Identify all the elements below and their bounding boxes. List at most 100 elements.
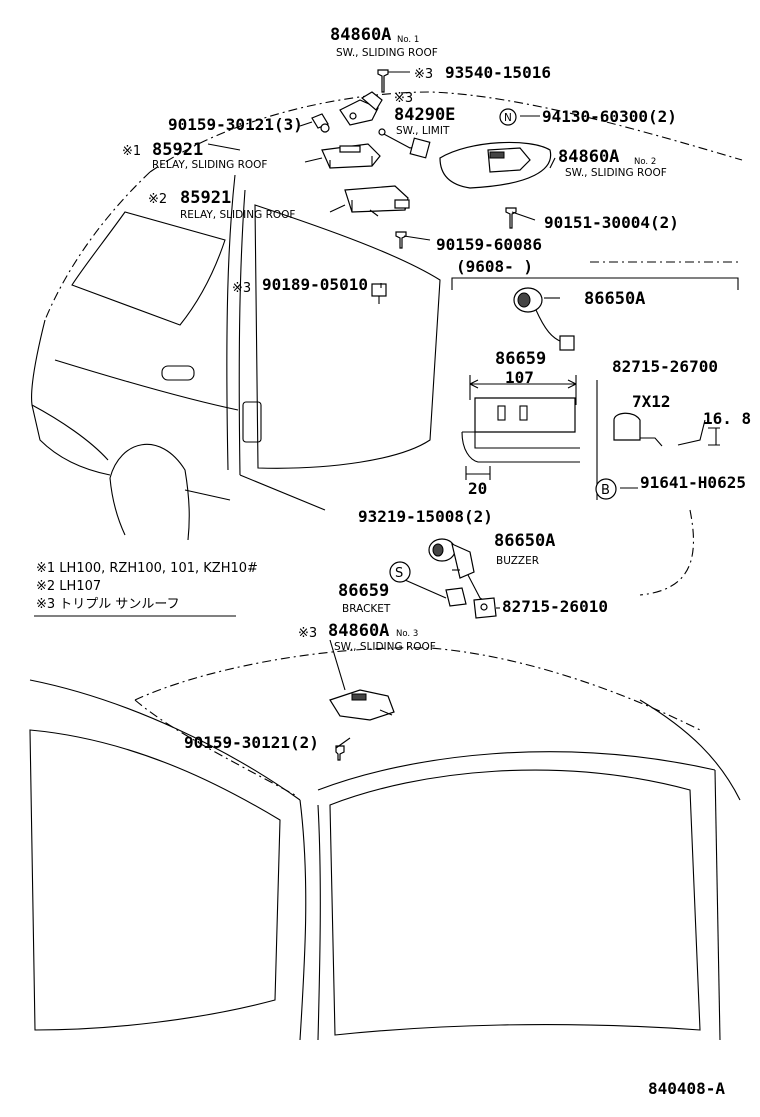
bracket-desc: BRACKET: [342, 603, 391, 615]
relay1-number: 85921: [152, 140, 203, 160]
van-body-upper: [31, 91, 743, 596]
belt-line: [54, 359, 239, 411]
relay-sliding-roof-1: [321, 143, 381, 169]
relay1-desc: RELAY, SLIDING ROOF: [152, 159, 267, 171]
n-circle: [499, 108, 517, 126]
range-9608: (9608- ): [456, 257, 533, 276]
relay2-mark: ※2: [148, 192, 167, 207]
wheel-arch: [109, 443, 190, 541]
sw-no1-number: 84860A: [330, 25, 391, 45]
sw-no3-number: 84860A: [328, 621, 389, 641]
screw-93540-mark: ※3: [414, 67, 433, 82]
part-91641-number: 91641-H0625: [640, 473, 746, 492]
n-circle-label: N: [504, 112, 512, 124]
lower-right-edge: [714, 769, 721, 1041]
screw-90151-number: 90151-30004(2): [544, 213, 679, 232]
bolt-90159-a: [311, 113, 330, 133]
sw-no1-sub: No. 1: [397, 35, 419, 45]
s-circle: [389, 561, 411, 583]
clip-mark: ※3: [232, 281, 251, 296]
door-bottom-line: [239, 474, 326, 511]
bolt-90159-a-number: 90159-30121(3): [168, 115, 303, 134]
s-circle-label: S: [395, 566, 403, 581]
bolt-90159-60086-number: 90159-60086: [436, 235, 542, 254]
rear-bumper-line: [31, 404, 111, 476]
bolt-90159-60086: [395, 231, 407, 249]
sill-line: [184, 489, 231, 501]
screw-93540-number: 93540-15016: [445, 63, 551, 82]
diagram-id: 840408-A: [648, 1079, 725, 1098]
screw-90151: [505, 207, 517, 229]
applicability-notes: ※1 LH100, RZH100, 101, KZH10# ※2 LH107 ※…: [34, 561, 258, 617]
sw-no3-sub: No. 3: [396, 629, 418, 639]
rear-side-window: [71, 211, 226, 326]
bolt-90159-b: [335, 745, 345, 761]
buzzer-desc: BUZZER: [496, 555, 539, 567]
lower-roof-rear: [317, 751, 716, 791]
lower-body-top: [29, 679, 301, 801]
body-crease: [31, 404, 109, 461]
lower-pillar-right: [317, 804, 321, 1041]
range-bracket: [451, 277, 739, 290]
c-pillar-front: [226, 174, 236, 471]
lower-right-corner: [639, 699, 741, 801]
labels: 84860A No. 1 SW., SLIDING ROOF ※3 93540-…: [122, 25, 751, 1098]
rear-pillar-outline: [44, 171, 151, 321]
bracket-82715-26700-detail: [613, 412, 720, 447]
buzzer-top-number: 86650A: [584, 289, 645, 309]
sliding-door-window: [254, 204, 441, 469]
harness-curve: [639, 509, 694, 596]
lower-roof-outline: [134, 647, 701, 731]
limit-switch-mark: ※3: [394, 91, 413, 106]
b-circle-label: B: [601, 483, 610, 498]
sliding-roof-switch-no3: [329, 689, 395, 721]
door-handle: [161, 365, 195, 381]
bracket-top-number: 86659: [495, 349, 546, 369]
buzzer-number: 86650A: [494, 531, 555, 551]
limit-switch: [378, 128, 431, 159]
wheel-arch-inner: [109, 477, 126, 536]
sw-no3-mark: ※3: [298, 626, 317, 641]
lower-side-window: [29, 729, 281, 1031]
relay2-number: 85921: [180, 188, 231, 208]
bracket-86659-detail: [461, 375, 580, 480]
relay-sliding-roof-2: [344, 185, 410, 217]
sw-no2-sub: No. 2: [634, 157, 656, 167]
rear-corner: [31, 319, 46, 406]
dim-20: 20: [468, 479, 487, 498]
part-82715-26700-number: 82715-26700: [612, 357, 718, 376]
note-1: ※1 LH100, RZH100, 101, KZH10#: [36, 561, 258, 576]
c-pillar-rear: [238, 189, 246, 476]
roof-outline: [149, 91, 743, 173]
note-2: ※2 LH107: [36, 579, 101, 594]
clip-90189: [371, 283, 387, 304]
buzzer-top: [513, 287, 575, 351]
part-82715-26010-number: 82715-26010: [502, 597, 608, 616]
fuel-lid: [242, 401, 262, 443]
relay2-desc: RELAY, SLIDING ROOF: [180, 209, 295, 221]
sliding-roof-switch-no1: [339, 91, 383, 126]
part-94130-number: 94130-60300(2): [542, 107, 677, 126]
bolt-90159-b-number: 90159-30121(2): [184, 733, 319, 752]
sw-no2-desc: SW., SLIDING ROOF: [565, 167, 667, 179]
lower-pillar-left: [299, 799, 307, 1041]
sw-no3-desc: SW., SLIDING ROOF: [334, 641, 436, 653]
relay1-mark: ※1: [122, 144, 141, 159]
limit-switch-number: 84290E: [394, 105, 455, 125]
sliding-roof-switch-no2: [439, 141, 552, 189]
bracket-number: 86659: [338, 581, 389, 601]
sw-no1-desc: SW., SLIDING ROOF: [336, 47, 438, 59]
part-93219-number: 93219-15008(2): [358, 507, 493, 526]
dim-7x12: 7X12: [632, 392, 671, 411]
dim-107: 107: [505, 368, 534, 387]
screw-93540: [377, 69, 389, 93]
van-body-lower: [29, 647, 741, 1041]
note-3: ※3 トリプル サンルーフ: [36, 597, 180, 612]
dim-16-8: 16. 8: [703, 409, 751, 428]
bracket-86659: [445, 587, 497, 619]
limit-switch-desc: SW., LIMIT: [396, 125, 450, 137]
leader-lines: [207, 71, 638, 749]
sw-no2-number: 84860A: [558, 147, 619, 167]
